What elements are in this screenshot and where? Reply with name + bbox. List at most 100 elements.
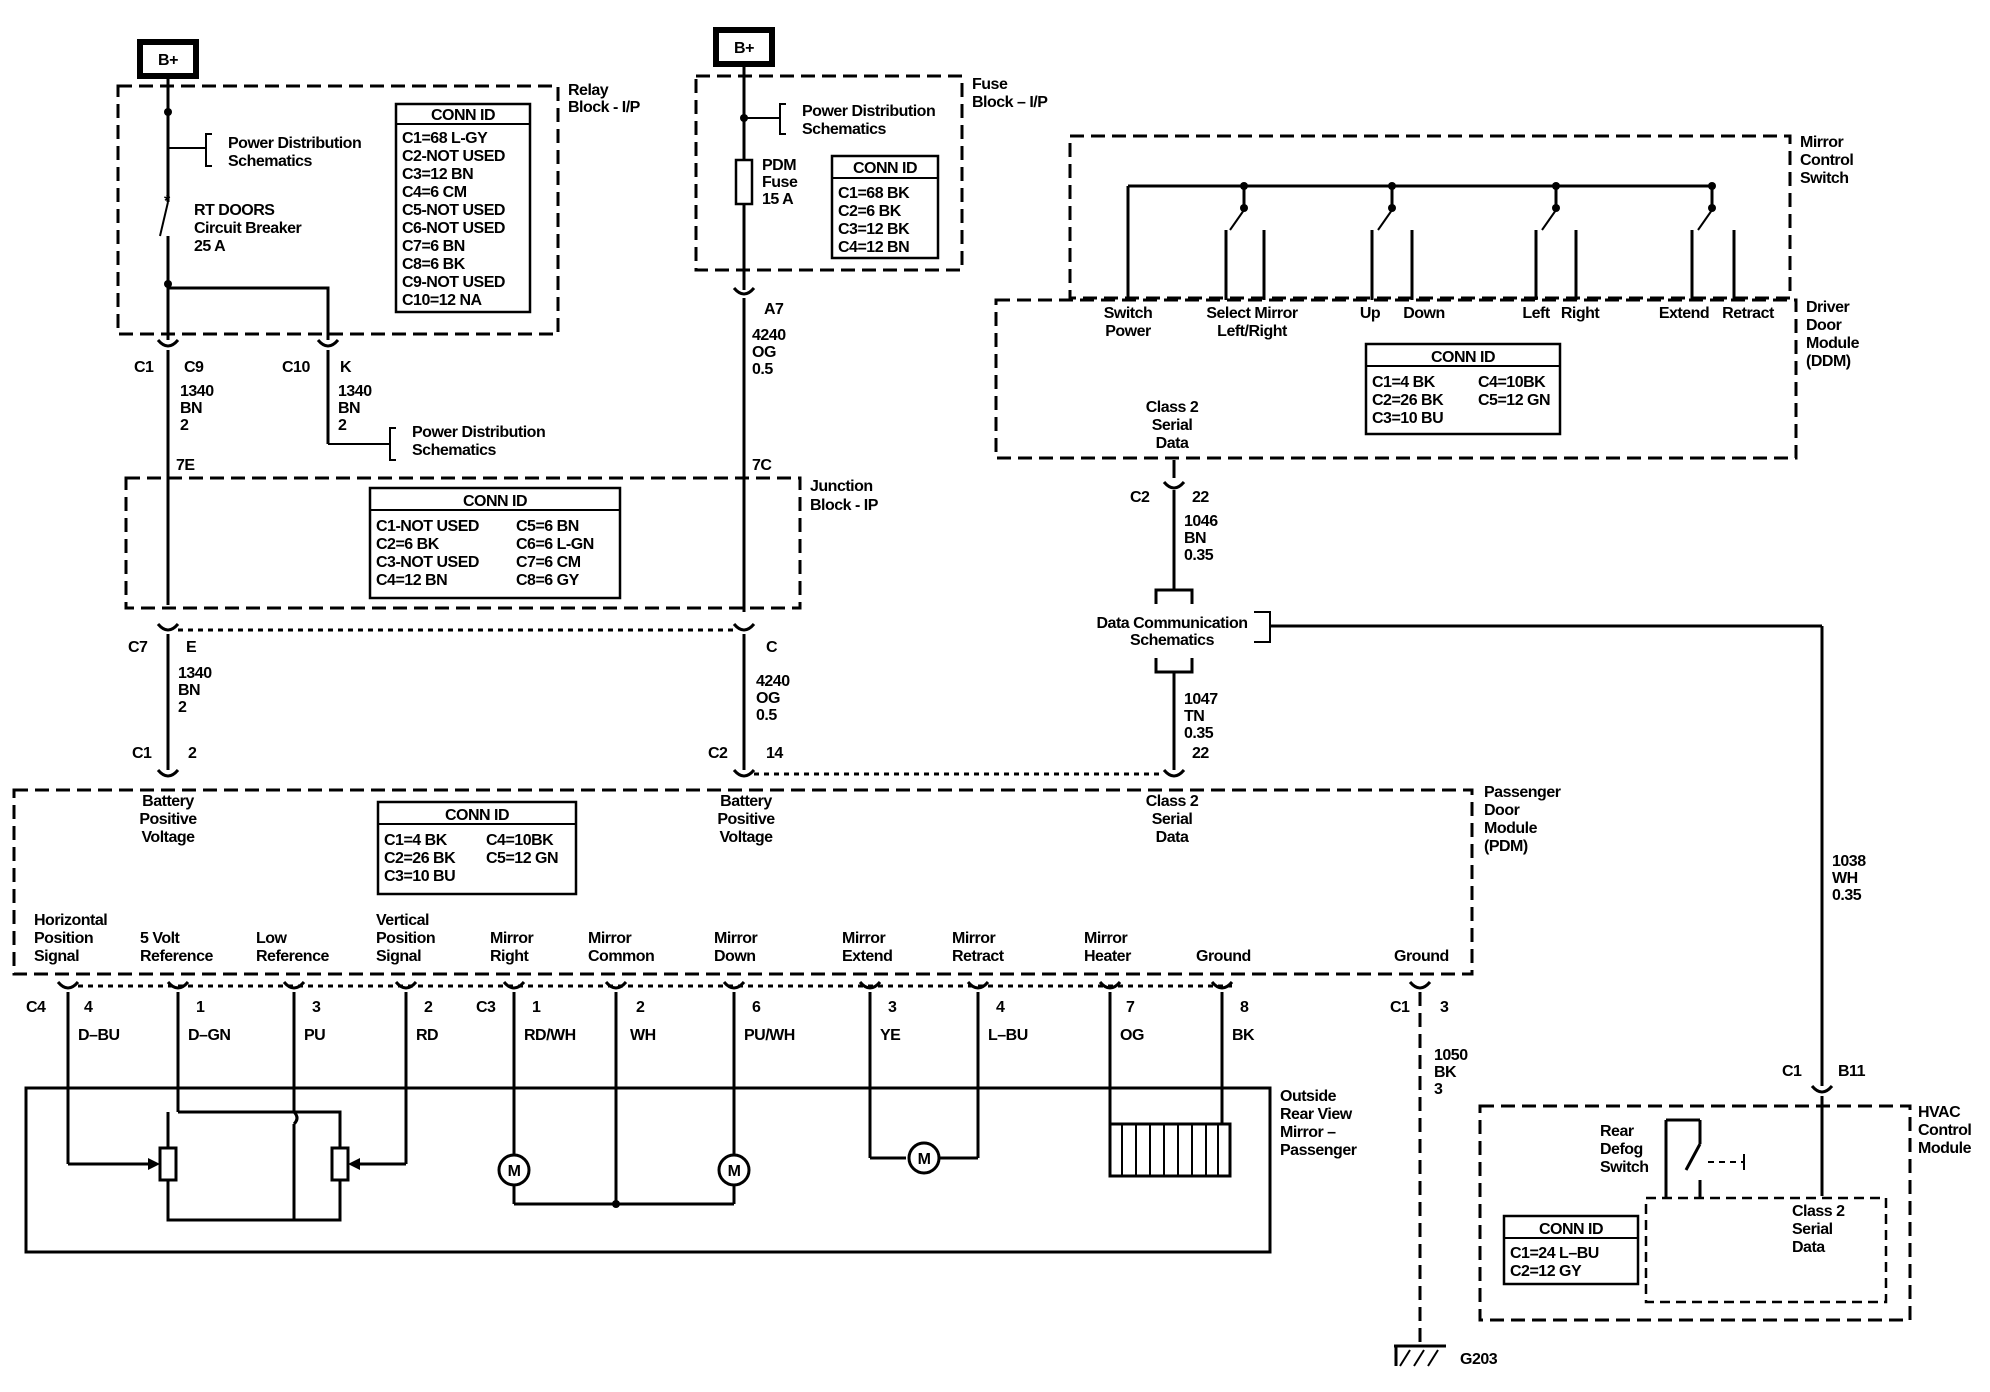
svg-text:Extend: Extend [1659,305,1709,322]
svg-text:B11: B11 [1838,1063,1866,1080]
svg-text:CONN ID: CONN ID [445,807,509,824]
svg-text:Voltage: Voltage [141,829,195,846]
position-sensor-icon [330,1146,350,1182]
svg-text:BK: BK [1434,1064,1457,1081]
svg-text:Door: Door [1806,317,1842,334]
svg-text:C1=4 BK: C1=4 BK [1372,374,1436,391]
svg-text:4: 4 [84,999,93,1016]
relay-conn-list: C1=68 L-GY C2-NOT USED C3=12 BN C4=6 CM … [402,130,505,309]
svg-text:Switch: Switch [1800,170,1849,187]
svg-text:1340: 1340 [338,383,372,400]
svg-text:M: M [918,1151,931,1168]
svg-text:Module: Module [1806,335,1860,352]
svg-text:CONN ID: CONN ID [463,493,527,510]
svg-text:YE: YE [880,1027,901,1044]
svg-text:2: 2 [188,745,197,762]
b-plus-relay: B+ [137,39,199,79]
svg-text:C1=68 L-GY: C1=68 L-GY [402,130,488,147]
svg-text:Common: Common [588,948,654,965]
b-plus-label: B+ [158,52,178,69]
pds-label: Schematics [412,442,497,459]
svg-text:C2=6 BK: C2=6 BK [376,536,440,553]
svg-text:Class 2: Class 2 [1792,1203,1845,1220]
svg-text:CONN ID: CONN ID [1539,1221,1603,1238]
svg-text:Up: Up [1360,305,1381,322]
svg-text:C3=10 BU: C3=10 BU [1372,410,1443,427]
svg-text:3: 3 [1440,999,1449,1016]
svg-text:C8=6 GY: C8=6 GY [516,572,580,589]
motor-icon [907,1141,941,1175]
svg-text:0.35: 0.35 [1184,725,1214,742]
svg-text:Power: Power [1105,323,1151,340]
svg-text:22: 22 [1192,489,1209,506]
svg-text:BK: BK [1232,1027,1255,1044]
svg-text:C5-NOT USED: C5-NOT USED [402,202,505,219]
svg-text:C6=6 L-GN: C6=6 L-GN [516,536,594,553]
svg-text:C7: C7 [128,639,148,656]
svg-text:*: * [164,193,171,210]
svg-text:Rear View: Rear View [1280,1106,1353,1123]
svg-text:0.5: 0.5 [752,361,773,378]
svg-text:Defog: Defog [1600,1141,1643,1158]
svg-text:C3=12 BN: C3=12 BN [402,166,473,183]
svg-text:Retract: Retract [952,948,1005,965]
svg-text:3: 3 [1434,1081,1443,1098]
svg-text:8: 8 [1240,999,1249,1016]
svg-text:Battery: Battery [142,793,194,810]
svg-text:RD/WH: RD/WH [524,1027,576,1044]
b-plus-label: B+ [734,40,754,57]
relay-block: Relay Block - I/P Power Distribution Sch… [116,76,641,340]
svg-text:Module: Module [1484,820,1538,837]
driver-door-module: Driver Door Module (DDM) Switch Power Se… [994,298,1860,460]
svg-text:Left/Right: Left/Right [1217,323,1288,340]
pds-label: Schematics [228,153,313,170]
svg-text:Serial: Serial [1152,811,1193,828]
relay-block-title: Relay [568,82,609,99]
svg-text:WH: WH [1832,870,1858,887]
svg-text:(PDM): (PDM) [1484,838,1528,855]
svg-text:C1: C1 [134,359,154,376]
svg-text:Position: Position [376,930,435,947]
svg-text:Select Mirror: Select Mirror [1206,305,1298,322]
svg-text:Class 2: Class 2 [1146,793,1199,810]
svg-text:3: 3 [888,999,897,1016]
svg-text:G203: G203 [1460,1351,1498,1368]
svg-text:OG: OG [1120,1027,1144,1044]
svg-text:C5=12 GN: C5=12 GN [1478,392,1550,409]
svg-text:C1: C1 [1390,999,1410,1016]
svg-text:C2=26 BK: C2=26 BK [384,850,456,867]
svg-text:Down: Down [1403,305,1445,322]
svg-text:Block - IP: Block - IP [810,497,879,514]
svg-text:Power Distribution: Power Distribution [802,103,935,120]
svg-text:OG: OG [752,344,776,361]
svg-text:6: 6 [752,999,761,1016]
svg-text:BN: BN [178,682,200,699]
svg-text:Junction: Junction [810,478,873,495]
svg-text:Extend: Extend [842,948,892,965]
svg-text:Mirror: Mirror [842,930,886,947]
svg-text:2: 2 [180,417,189,434]
svg-text:Down: Down [714,948,756,965]
svg-text:1340: 1340 [180,383,214,400]
svg-text:Left: Left [1522,305,1551,322]
svg-text:(DDM): (DDM) [1806,353,1851,370]
svg-text:C2: C2 [1130,489,1150,506]
svg-text:C6-NOT USED: C6-NOT USED [402,220,505,237]
svg-text:Ground: Ground [1394,948,1449,965]
svg-text:Reference: Reference [140,948,213,965]
svg-text:C8=6 BK: C8=6 BK [402,256,466,273]
svg-text:14: 14 [766,745,783,762]
svg-text:C3=12 BK: C3=12 BK [838,221,910,238]
svg-text:0.35: 0.35 [1184,547,1214,564]
svg-text:2: 2 [424,999,433,1016]
mirror-heater-icon [1108,1122,1232,1178]
svg-text:C4=6 CM: C4=6 CM [402,184,467,201]
svg-text:C9: C9 [184,359,204,376]
svg-text:CONN ID: CONN ID [853,160,917,177]
svg-text:1340: 1340 [178,665,212,682]
svg-text:1038: 1038 [1832,853,1866,870]
svg-text:WH: WH [630,1027,656,1044]
junction-block: Junction Block - IP CONN ID C1-NOT USED … [124,476,879,610]
svg-text:0.5: 0.5 [756,707,777,724]
